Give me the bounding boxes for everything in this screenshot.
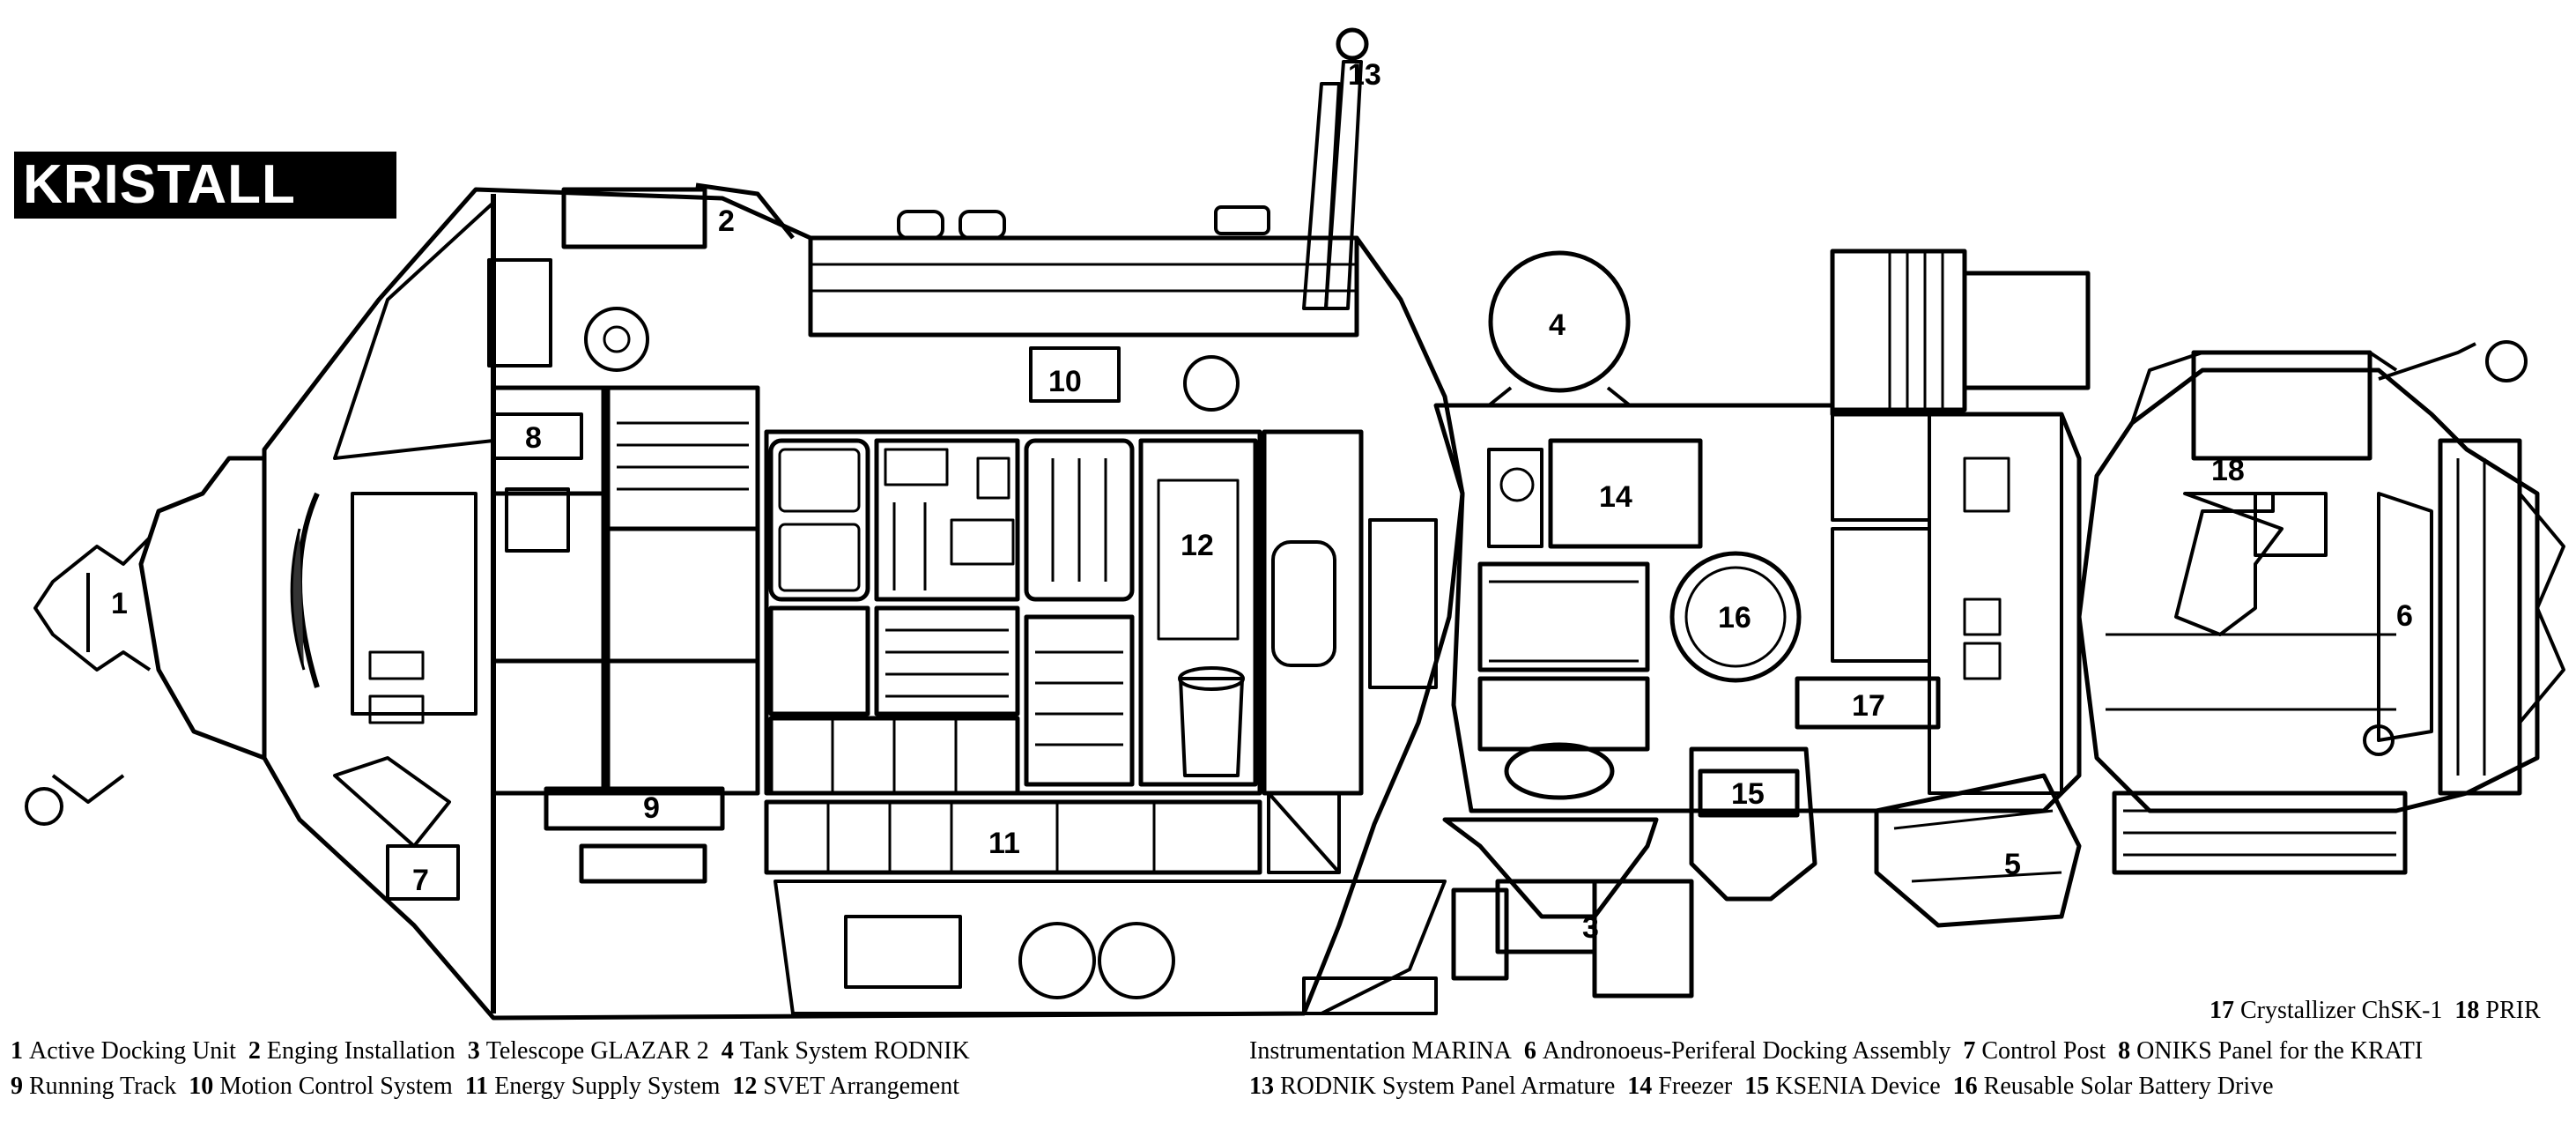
active-docking-unit: [25, 456, 477, 901]
legend-item-label: Freezer: [1658, 1073, 1733, 1100]
callout-5: 5: [2004, 848, 2021, 881]
callout-14: 14: [1599, 480, 1632, 514]
legend-item-label: Andronoeus-Periferal Docking Assembly: [1542, 1037, 1951, 1065]
legend-item-number: 3: [467, 1037, 486, 1065]
legend-item-3: 3 Telescope GLAZAR 2: [468, 1037, 709, 1065]
legend-item-number: 11: [464, 1073, 495, 1100]
legend-item-11: 11 Energy Supply System: [465, 1073, 721, 1100]
legend-item-number: 14: [1627, 1073, 1659, 1100]
legend-item-8: 8 ONIKS Panel for the KRATI: [2118, 1037, 2423, 1065]
legend-item-label: Reusable Solar Battery Drive: [1983, 1073, 2274, 1100]
callout-17: 17: [1852, 689, 1885, 723]
legend-item-12: 12 SVET Arrangement: [732, 1073, 959, 1100]
legend-row-0-right: 17 Crystallizer ChSK-1 18 PRIR: [2210, 996, 2553, 1026]
legend-item-label: RODNIK System Panel Armature: [1280, 1073, 1616, 1100]
legend-item-label: KSENIA Device: [1775, 1073, 1941, 1100]
legend-row-1-left: 1 Active Docking Unit 2 Enging Installati…: [11, 1036, 982, 1066]
legend-item-label: ONIKS Panel for the KRATI: [2136, 1037, 2424, 1065]
callout-10: 10: [1048, 365, 1082, 398]
callout-4: 4: [1549, 308, 1566, 342]
callout-6: 6: [2396, 599, 2413, 633]
callout-16: 16: [1718, 601, 1751, 635]
callout-9: 9: [643, 791, 660, 825]
callout-labels: 1 2 4 6 8 10 12 13 14 16 17 18 9 11 15 5…: [111, 58, 2413, 945]
legend-row-1-right: Instrumentation MARINA 6 Andronoeus-Perif…: [1249, 1036, 2435, 1066]
legend-item-number: 16: [1952, 1073, 1984, 1100]
callout-1: 1: [111, 587, 128, 620]
legend-item-1: 1 Active Docking Unit: [11, 1037, 236, 1065]
legend-item-label: Tank System RODNIK: [739, 1037, 970, 1065]
legend-item-number: 9: [11, 1073, 29, 1100]
legend-item-2: 2 Enging Installation: [248, 1037, 455, 1065]
main-module-hull: [262, 27, 1465, 1021]
legend-item-label: Control Post: [1981, 1037, 2106, 1065]
legend-item-unnumbered: Instrumentation MARINA: [1249, 1037, 1512, 1065]
legend-item-number: 17: [2210, 997, 2240, 1024]
legend-item-number: 15: [1744, 1073, 1776, 1100]
legend-item-number: 7: [1963, 1037, 1982, 1065]
legend-item-number: 6: [1523, 1037, 1543, 1065]
legend-item-6: 6 Andronoeus-Periferal Docking Assembly: [1524, 1037, 1951, 1065]
legend-item-10: 10 Motion Control System: [189, 1073, 452, 1100]
legend-item-label: Enging Installation: [266, 1037, 455, 1065]
legend-item-7: 7 Control Post: [1963, 1037, 2106, 1065]
legend-item-number: 2: [248, 1037, 267, 1065]
page-title: KRISTALL: [23, 154, 296, 215]
legend-item-label: Energy Supply System: [494, 1073, 721, 1100]
callout-3: 3: [1582, 911, 1599, 945]
legend-item-label: PRIR: [2485, 997, 2541, 1024]
legend-row-2-right: 13 RODNIK System Panel Armature 14 Freeze…: [1249, 1072, 2286, 1102]
callout-2: 2: [718, 204, 735, 238]
callout-18: 18: [2211, 454, 2245, 487]
legend-item-number: 10: [189, 1073, 220, 1100]
legend-item-label: Running Track: [29, 1073, 177, 1100]
callout-8: 8: [525, 421, 542, 455]
legend-item-label: Motion Control System: [219, 1073, 453, 1100]
legend-item-number: 8: [2118, 1037, 2137, 1065]
legend-item-label: Crystallizer ChSK-1: [2240, 997, 2443, 1024]
legend-item-14: 14 Freezer: [1627, 1073, 1732, 1100]
legend-item-13: 13 RODNIK System Panel Armature: [1249, 1073, 1615, 1100]
legend-item-16: 16 Reusable Solar Battery Drive: [1953, 1073, 2274, 1100]
title-banner: [14, 152, 396, 219]
legend-item-17: 17 Crystallizer ChSK-1: [2210, 997, 2442, 1024]
legend-item-number: 4: [721, 1037, 740, 1065]
legend-item-9: 9 Running Track: [11, 1073, 176, 1100]
legend-item-label: Instrumentation MARINA: [1249, 1037, 1512, 1065]
legend-item-4: 4 Tank System RODNIK: [722, 1037, 970, 1065]
callout-7: 7: [412, 864, 429, 897]
legend-item-number: 18: [2454, 997, 2486, 1024]
legend-item-label: SVET Arrangement: [763, 1073, 960, 1100]
legend-item-number: 12: [732, 1073, 764, 1100]
legend-item-15: 15 KSENIA Device: [1744, 1073, 1940, 1100]
callout-12: 12: [1181, 529, 1214, 562]
peripheral-docking-assembly: [2076, 340, 2565, 875]
legend-item-label: Active Docking Unit: [29, 1037, 236, 1065]
callout-15: 15: [1731, 777, 1765, 811]
legend-item-number: 1: [11, 1037, 29, 1065]
legend-item-label: Telescope GLAZAR 2: [485, 1037, 709, 1065]
legend-item-18: 18 PRIR: [2454, 997, 2540, 1024]
mid-module: [1433, 249, 2091, 999]
callout-11: 11: [988, 827, 1020, 860]
legend-item-number: 13: [1249, 1073, 1280, 1100]
callout-13: 13: [1348, 58, 1381, 92]
